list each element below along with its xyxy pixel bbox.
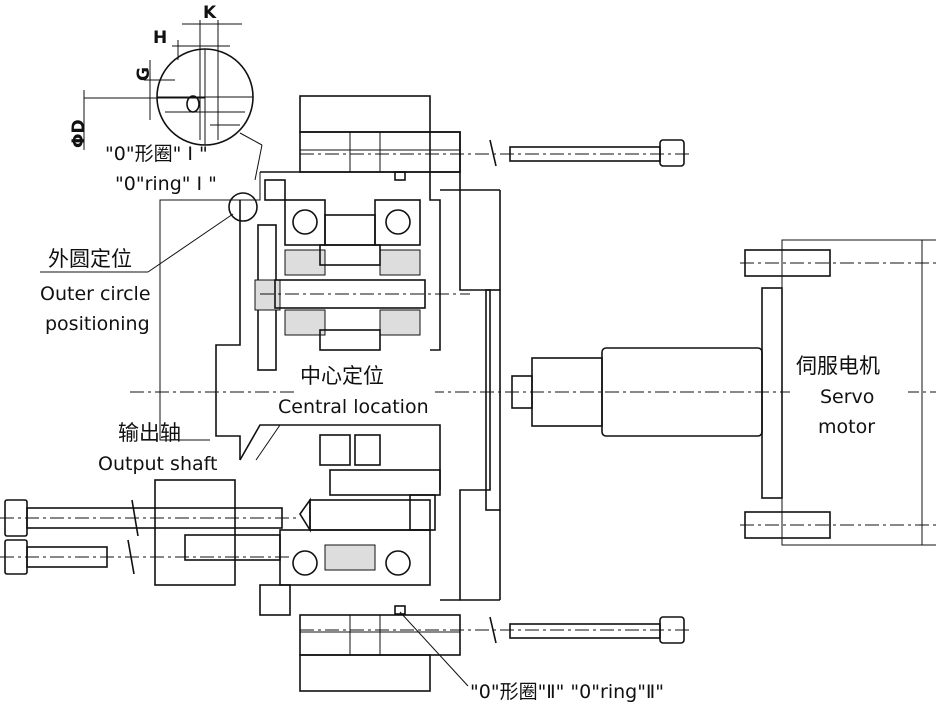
output-shaft-bolts bbox=[0, 479, 300, 586]
upper-gear-assembly bbox=[254, 171, 470, 371]
central-location-label-cn: 中心定位 bbox=[300, 364, 384, 388]
upper-bolt bbox=[300, 139, 690, 167]
dim-d: ΦD bbox=[69, 119, 89, 148]
central-location-label-en: Central location bbox=[278, 396, 429, 418]
outer-circle-label-cn: 外圆定位 bbox=[48, 247, 132, 271]
oring-section bbox=[186, 95, 200, 113]
servo-motor-label-en-1: Servo bbox=[820, 386, 874, 408]
oring1-label-cn: "0"形圈" Ⅰ " bbox=[105, 143, 208, 165]
servo-motor-assembly bbox=[511, 239, 936, 546]
outer-circle-label-en-1: Outer circle bbox=[40, 283, 151, 305]
dim-h: H bbox=[153, 28, 167, 48]
detail-view: K H G ΦD bbox=[69, 3, 254, 150]
outer-circle-label-en-2: positioning bbox=[45, 313, 150, 335]
oring2-label: "0"形圈"Ⅱ" "0"ring"Ⅱ" bbox=[470, 681, 664, 703]
dim-k: K bbox=[203, 3, 217, 23]
oring1-label-en: "0"ring" Ⅰ " bbox=[115, 173, 217, 195]
oring1-circle bbox=[228, 192, 258, 222]
servo-motor-label-en-2: motor bbox=[818, 416, 875, 438]
lower-flange bbox=[299, 614, 690, 692]
output-shaft-label-en: Output shaft bbox=[98, 453, 217, 475]
output-shaft-label-cn: 输出轴 bbox=[118, 421, 181, 445]
lower-housing bbox=[239, 424, 441, 616]
dim-g: G bbox=[134, 67, 154, 81]
servo-motor-label-cn: 伺服电机 bbox=[796, 354, 880, 378]
